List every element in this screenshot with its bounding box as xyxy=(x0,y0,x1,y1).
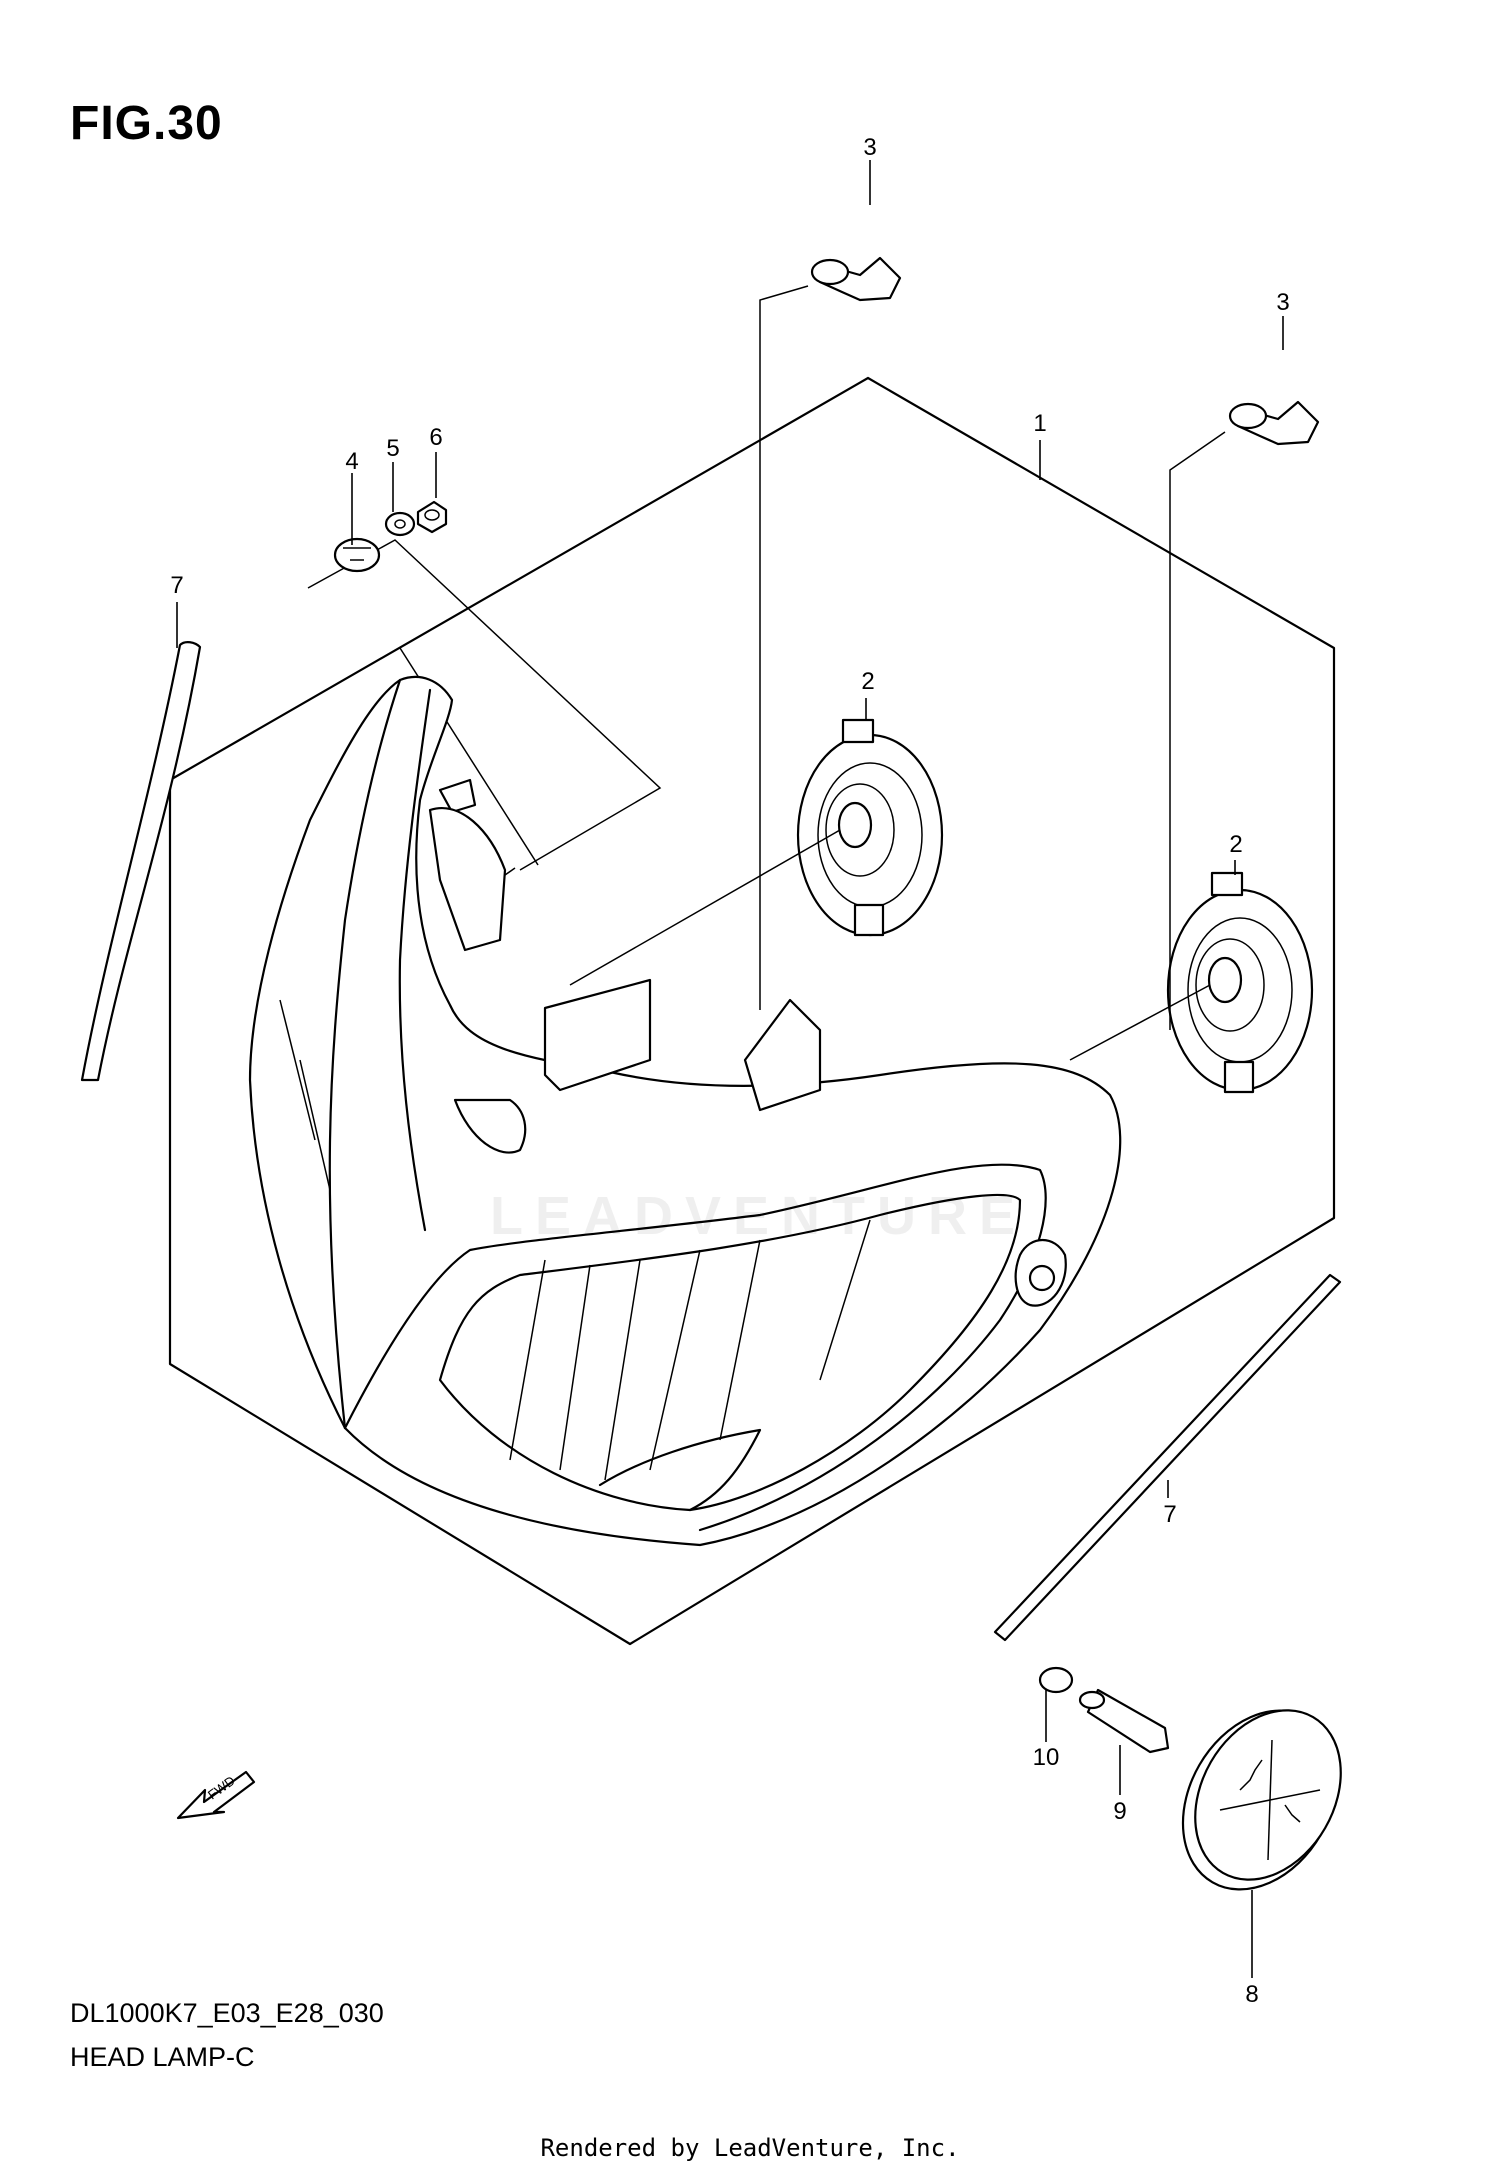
callout-5[interactable]: 5 xyxy=(386,435,400,462)
callout-8[interactable]: 8 xyxy=(1245,1981,1259,2008)
watermark: LEADVENTURE xyxy=(490,1186,1028,1246)
callout-1[interactable]: 1 xyxy=(1033,410,1047,437)
grommet xyxy=(333,537,381,573)
footer-credit: Rendered by LeadVenture, Inc. xyxy=(540,2134,960,2162)
fwd-arrow-icon xyxy=(176,1770,256,1820)
nut xyxy=(416,500,448,534)
small-washer xyxy=(1038,1666,1074,1694)
callout-9[interactable]: 9 xyxy=(1113,1798,1127,1825)
callout-10[interactable]: 10 xyxy=(1032,1744,1060,1771)
socket-right xyxy=(1166,871,1314,1094)
callout-3-right[interactable]: 3 xyxy=(1276,289,1290,316)
callout-3-left[interactable]: 3 xyxy=(863,134,877,161)
bulb-right xyxy=(1228,400,1320,446)
callout-2-right[interactable]: 2 xyxy=(1229,831,1243,858)
trim-strip-right xyxy=(993,1273,1342,1642)
trim-strip-left xyxy=(80,641,202,1082)
bulb-left xyxy=(810,256,902,302)
headlamp-housing xyxy=(248,675,1122,1547)
figure-title: FIG.30 xyxy=(70,97,223,150)
model-code: DL1000K7_E03_E28_030 xyxy=(70,1998,384,2028)
socket-left xyxy=(796,718,944,937)
callout-4[interactable]: 4 xyxy=(345,448,359,475)
post-bolt xyxy=(1078,1688,1170,1754)
callout-2-left[interactable]: 2 xyxy=(861,668,875,695)
callout-6[interactable]: 6 xyxy=(429,424,443,451)
callout-7-right[interactable]: 7 xyxy=(1163,1501,1177,1528)
callout-7-left[interactable]: 7 xyxy=(170,572,184,599)
assembly-name: HEAD LAMP-C xyxy=(70,2042,255,2072)
cover-cap xyxy=(1181,1709,1342,1891)
washer xyxy=(384,511,416,537)
